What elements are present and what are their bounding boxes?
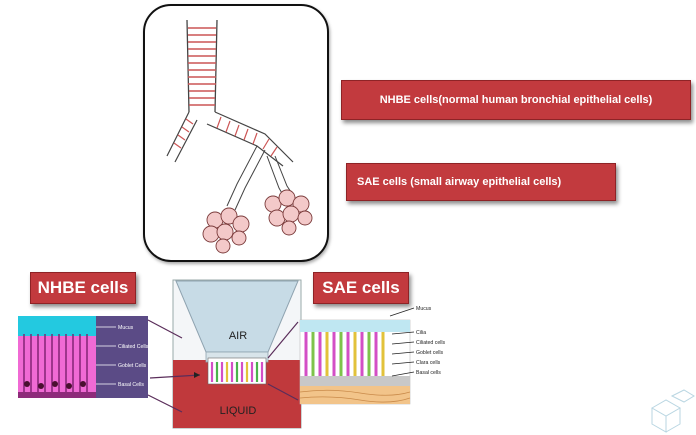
nhbe-layer-basal: Basal Cells bbox=[118, 382, 144, 388]
air-label: AIR bbox=[229, 330, 247, 342]
sae-layer-goblet: Goblet cells bbox=[416, 350, 444, 356]
sae-layer-clara: Clara cells bbox=[416, 360, 441, 366]
sae-layer-mucus: Mucus bbox=[416, 306, 432, 312]
nhbe-description-label: NHBE cells(normal human bronchial epithe… bbox=[341, 80, 691, 120]
airway-sketch bbox=[166, 19, 313, 254]
nhbe-cells-tag: NHBE cells bbox=[30, 272, 136, 304]
connector-lines bbox=[147, 319, 299, 413]
sae-layer-ciliated: Ciliated cells bbox=[416, 340, 446, 346]
culture-insert: AIR LIQUID bbox=[172, 279, 302, 429]
sae-cells-tag: SAE cells bbox=[313, 272, 409, 304]
sae-layer-cilia: Cilia bbox=[416, 330, 426, 336]
liquid-label: LIQUID bbox=[220, 405, 257, 417]
nhbe-layer-goblet: Goblet Cells bbox=[118, 363, 147, 369]
nhbe-layer-ciliated: Ciliated Cells bbox=[118, 344, 149, 350]
cube-decoration-icon bbox=[650, 389, 695, 433]
nhbe-layer-mucus: Mucus bbox=[118, 325, 134, 331]
airway-diagram-card bbox=[143, 4, 329, 262]
sae-histology-panel: Mucus Cilia Ciliated cells Goblet cells … bbox=[299, 306, 446, 405]
sae-layer-basal: Basal cells bbox=[416, 370, 441, 376]
arrow-icon bbox=[194, 372, 200, 378]
nhbe-histology-panel: Mucus Ciliated Cells Goblet Cells Basal … bbox=[18, 316, 149, 398]
sae-description-label: SAE cells (small airway epithelial cells… bbox=[346, 163, 616, 201]
